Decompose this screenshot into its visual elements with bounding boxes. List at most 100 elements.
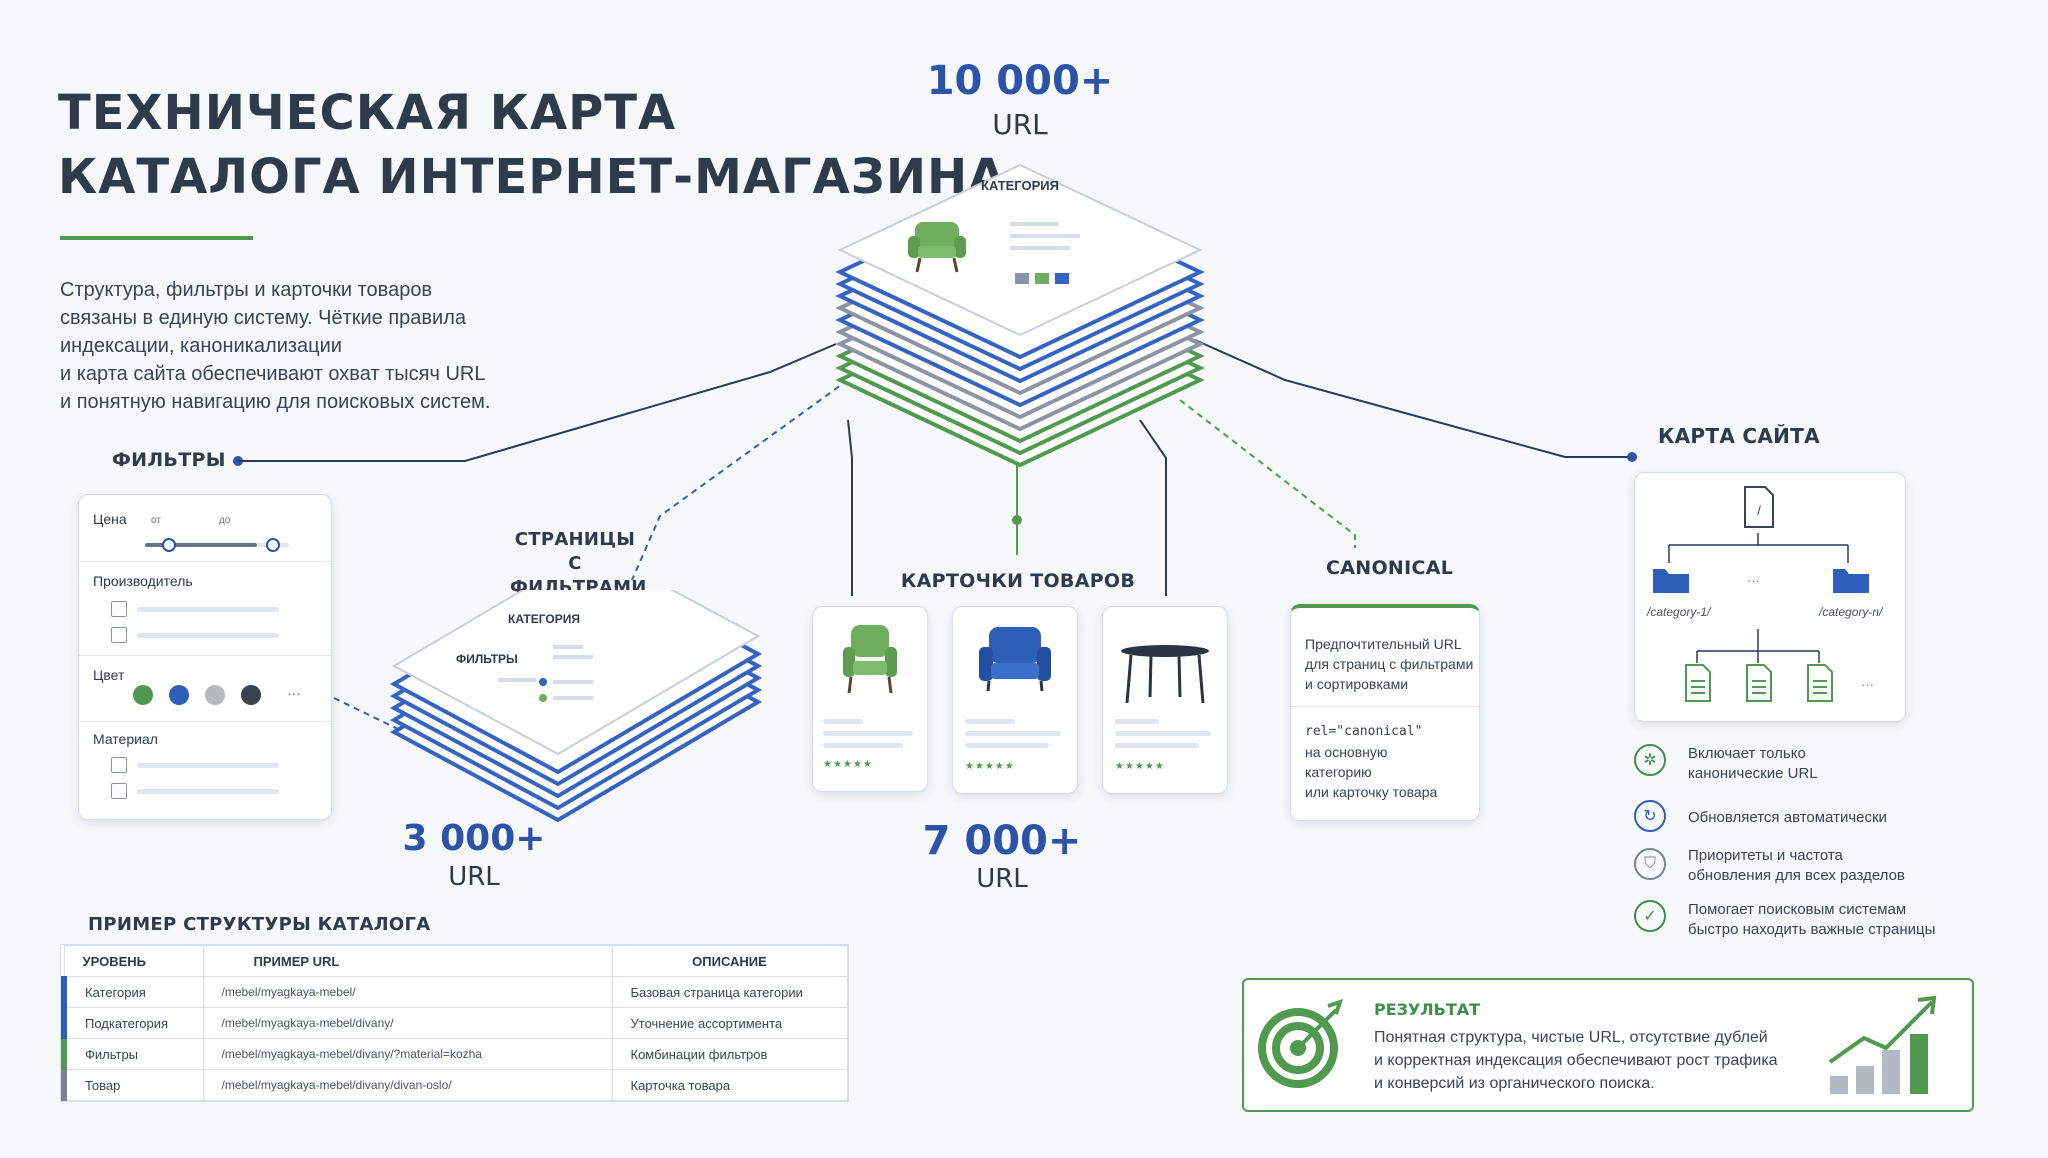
- row-url[interactable]: /mebel/myagkaya-mebel/divany/divan-oslo/: [202, 1069, 613, 1101]
- intro-text: Структура, фильтры и карточки товаров св…: [60, 276, 491, 416]
- intro-line: и карта сайта обеспечивают охват тысяч U…: [60, 363, 486, 385]
- document-icon: [1685, 664, 1711, 702]
- product-line: [965, 719, 1015, 724]
- sitemap-tree: / ··· /category-1/ /category-n/ ···: [1634, 472, 1906, 722]
- product-card-green-chair[interactable]: ★★★★★: [812, 606, 928, 792]
- filter-manufacturer-label: Производитель: [93, 573, 193, 589]
- sitemap-docs-more: ···: [1861, 677, 1874, 692]
- filter-color-label: Цвет: [93, 667, 125, 683]
- manufacturer-checkbox[interactable]: [111, 627, 127, 643]
- intro-line: и понятную навигацию для поисковых систе…: [60, 391, 491, 413]
- filter-pages-card-filters: ФИЛЬТРЫ: [456, 652, 518, 666]
- material-checkbox[interactable]: [111, 783, 127, 799]
- manufacturer-checkbox[interactable]: [111, 601, 127, 617]
- filter-divider: [79, 655, 331, 656]
- result-line: и конверсий из органического поиска.: [1374, 1075, 1655, 1092]
- row-desc: Базовая страница категории: [611, 976, 848, 1008]
- root-file-icon: [1744, 486, 1774, 528]
- sitemap-catn[interactable]: /category-n/: [1819, 605, 1883, 619]
- filters-panel: Цена от до Производитель Цвет ··· Матери…: [78, 494, 332, 820]
- sitemap-more: ···: [1747, 573, 1760, 588]
- price-slider-track[interactable]: [145, 543, 257, 547]
- color-swatch-gray[interactable]: [205, 685, 225, 705]
- row-level: Подкатегория: [61, 1007, 204, 1039]
- col-desc: ОПИСАНИЕ: [611, 945, 848, 977]
- canonical-desc-line: Предпочтительный URL: [1305, 636, 1462, 652]
- structure-heading: ПРИМЕР СТРУКТУРЫ КАТАЛОГА: [88, 914, 431, 935]
- sitemap-feature-line: обновления для всех разделов: [1688, 867, 1905, 884]
- sitemap-feature-line: Помогает поисковым системам: [1688, 901, 1907, 918]
- row-url[interactable]: /mebel/myagkaya-mebel/: [202, 976, 613, 1008]
- structure-table: УРОВЕНЬ ПРИМЕР URL ОПИСАНИЕ Категория /m…: [60, 944, 849, 1102]
- sitemap-feature-line: Обновляется автоматически: [1688, 809, 1887, 826]
- canonical-rel-line: категорию: [1305, 764, 1372, 780]
- result-line: и корректная индексация обеспечивают рос…: [1374, 1052, 1778, 1069]
- col-url: ПРИМЕР URL: [202, 945, 613, 977]
- canonical-rel-line: или карточку товара: [1305, 784, 1438, 800]
- check-icon: ✓: [1634, 900, 1666, 932]
- filters-line: [238, 343, 837, 462]
- manufacturer-option: [137, 633, 279, 638]
- material-checkbox[interactable]: [111, 757, 127, 773]
- row-url[interactable]: /mebel/myagkaya-mebel/divany/: [202, 1007, 613, 1039]
- product-line: [823, 731, 913, 736]
- product-line: [965, 731, 1061, 736]
- row-level: Товар: [61, 1069, 204, 1101]
- row-level: Фильтры: [61, 1038, 204, 1070]
- sitemap-cat1[interactable]: /category-1/: [1647, 605, 1711, 619]
- title-underline: [60, 236, 253, 240]
- price-slider-min-handle[interactable]: [162, 538, 176, 552]
- table-row: Подкатегория /mebel/myagkaya-mebel/divan…: [61, 1007, 848, 1039]
- product-center-dot: [1012, 515, 1022, 525]
- canonical-desc-line: и сортировками: [1305, 676, 1409, 692]
- canonical-desc: Предпочтительный URL для страниц с фильт…: [1305, 634, 1473, 694]
- sitemap-feature-line: Включает только: [1688, 745, 1806, 762]
- canonical-rel: rel="canonical" на основную категорию ил…: [1305, 722, 1437, 802]
- armchair-icon: [979, 627, 1051, 692]
- table-row: Категория /mebel/myagkaya-mebel/ Базовая…: [61, 976, 848, 1008]
- product-line: [823, 719, 863, 724]
- sitemap-feature-line: быстро находить важные страницы: [1688, 921, 1936, 938]
- table-row: Товар /mebel/myagkaya-mebel/divany/divan…: [61, 1069, 848, 1101]
- product-rating: ★★★★★: [823, 759, 873, 770]
- product-line: [1115, 743, 1199, 748]
- filter-material-label: Материал: [93, 731, 158, 747]
- chair-icon: [908, 222, 966, 273]
- folder-icon: [1653, 569, 1689, 593]
- filter-pages-label-line1: СТРАНИЦЫ: [514, 529, 636, 550]
- products-count: 7 000+: [922, 818, 1082, 864]
- sitemap-line: [1194, 339, 1632, 458]
- products-unit: URL: [976, 864, 1028, 894]
- target-icon: [1258, 998, 1344, 1088]
- color-more[interactable]: ···: [287, 685, 301, 701]
- chair-icon: [843, 625, 897, 694]
- row-desc: Комбинации фильтров: [611, 1038, 848, 1070]
- wheel-icon: ✲: [1634, 744, 1666, 776]
- sitemap-feature-line: Приоритеты и частота: [1688, 847, 1843, 864]
- folder-icon: [1833, 569, 1869, 593]
- products-label: КАРТОЧКИ ТОВАРОВ: [900, 570, 1136, 592]
- color-swatch-green[interactable]: [133, 685, 153, 705]
- sitemap-feature: Помогает поисковым системам быстро наход…: [1688, 900, 1935, 940]
- growth-chart-icon: [1828, 995, 1937, 1094]
- canonical-rel-line: на основную: [1305, 744, 1388, 760]
- color-swatch-blue[interactable]: [169, 685, 189, 705]
- row-url[interactable]: /mebel/myagkaya-mebel/divany/?material=k…: [202, 1038, 613, 1070]
- result-text: Понятная структура, чистые URL, отсутств…: [1374, 1026, 1778, 1095]
- color-swatch-dark[interactable]: [241, 685, 261, 705]
- product-line: [965, 743, 1049, 748]
- product-card-blue-chair[interactable]: ★★★★★: [952, 606, 1078, 794]
- canonical-rel-code: rel="canonical": [1305, 724, 1423, 739]
- product-card-table[interactable]: ★★★★★: [1102, 606, 1228, 794]
- price-slider-max-handle[interactable]: [266, 538, 280, 552]
- canonical-desc-line: для страниц с фильтрами: [1305, 656, 1474, 672]
- result-heading: РЕЗУЛЬТАТ: [1374, 1000, 1481, 1019]
- result-box: РЕЗУЛЬТАТ Понятная структура, чистые URL…: [1242, 978, 1974, 1112]
- page-title-line2: КАТАЛОГА ИНТЕРНЕТ-МАГАЗИНА: [58, 149, 1007, 205]
- filter-pages-count: 3 000+: [402, 818, 546, 859]
- product-left-line: [847, 419, 853, 596]
- sitemap-feature: Включает только канонические URL: [1688, 744, 1818, 784]
- document-icon: [1807, 664, 1833, 702]
- material-option: [137, 763, 279, 768]
